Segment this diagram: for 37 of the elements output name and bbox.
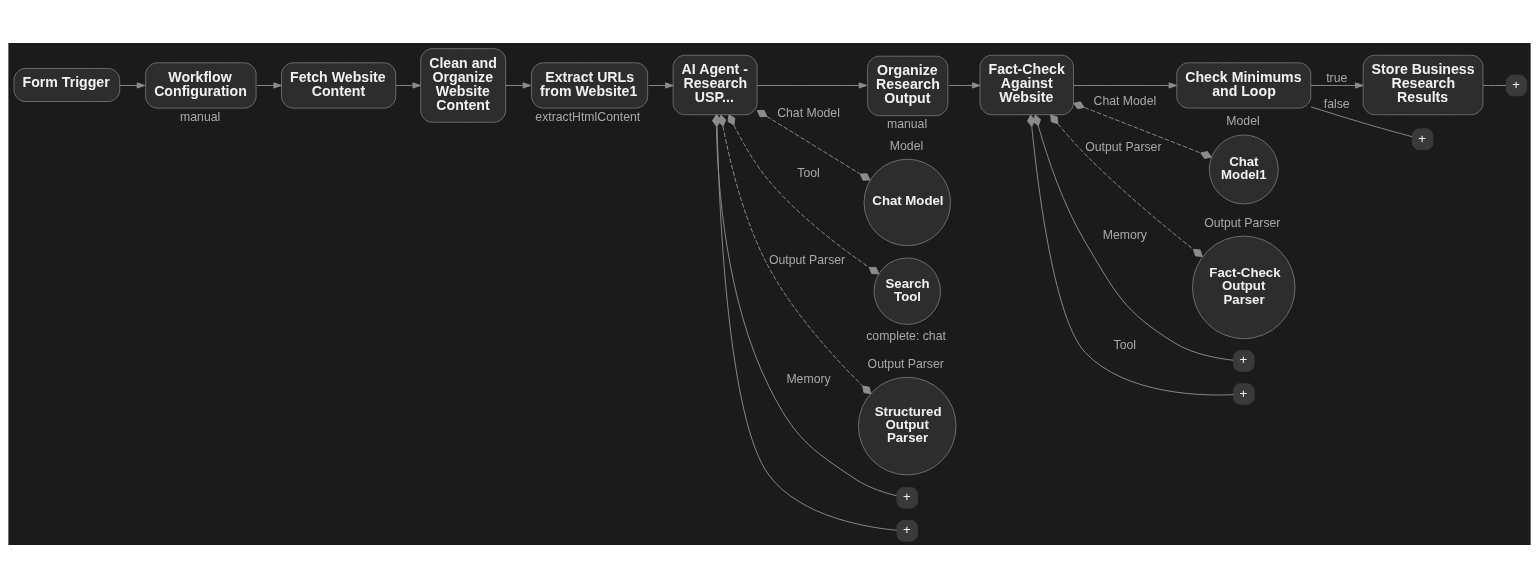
edge-label: Output Parser bbox=[1085, 139, 1162, 154]
node-circle: Structured Output Parser bbox=[857, 376, 957, 476]
arrow bbox=[256, 82, 282, 89]
connector bbox=[1310, 106, 1413, 138]
edge-label: Tool bbox=[797, 166, 820, 181]
arrow bbox=[1310, 82, 1364, 89]
connector bbox=[1073, 101, 1212, 159]
node-label: Model bbox=[889, 139, 924, 154]
node-label: complete: chat bbox=[866, 328, 946, 343]
edge-label: Memory bbox=[1102, 227, 1148, 242]
node-circle: Chat Model bbox=[863, 158, 951, 247]
node-circle: Search Tool bbox=[873, 257, 941, 325]
edge-label: false bbox=[1323, 97, 1350, 112]
edge-label: Output Parser bbox=[768, 253, 846, 268]
connector bbox=[756, 109, 871, 181]
edge-label: true bbox=[1326, 71, 1348, 86]
node-label: Model bbox=[1226, 114, 1260, 129]
arrow bbox=[505, 82, 532, 89]
node-label: extractHtmlContent bbox=[535, 109, 641, 124]
arrow bbox=[1073, 82, 1178, 89]
node-label: manual bbox=[886, 117, 928, 132]
arrow bbox=[648, 82, 674, 89]
node-circle: Chat Model1 bbox=[1208, 134, 1279, 205]
node-label: Output Parser bbox=[867, 356, 944, 371]
edge-label: Memory bbox=[786, 372, 831, 387]
connector bbox=[727, 114, 880, 275]
edge-label: Tool bbox=[1113, 338, 1137, 353]
arrow bbox=[119, 82, 146, 89]
edge-label: Chat Model bbox=[1093, 93, 1157, 108]
node-label: manual bbox=[180, 109, 221, 124]
connector bbox=[1050, 114, 1203, 257]
node-label: Output Parser bbox=[1204, 216, 1281, 231]
arrow bbox=[948, 82, 981, 89]
connector bbox=[1482, 85, 1507, 86]
arrow bbox=[756, 82, 868, 89]
arrow bbox=[395, 82, 421, 89]
edge-label: Chat Model bbox=[777, 105, 840, 120]
